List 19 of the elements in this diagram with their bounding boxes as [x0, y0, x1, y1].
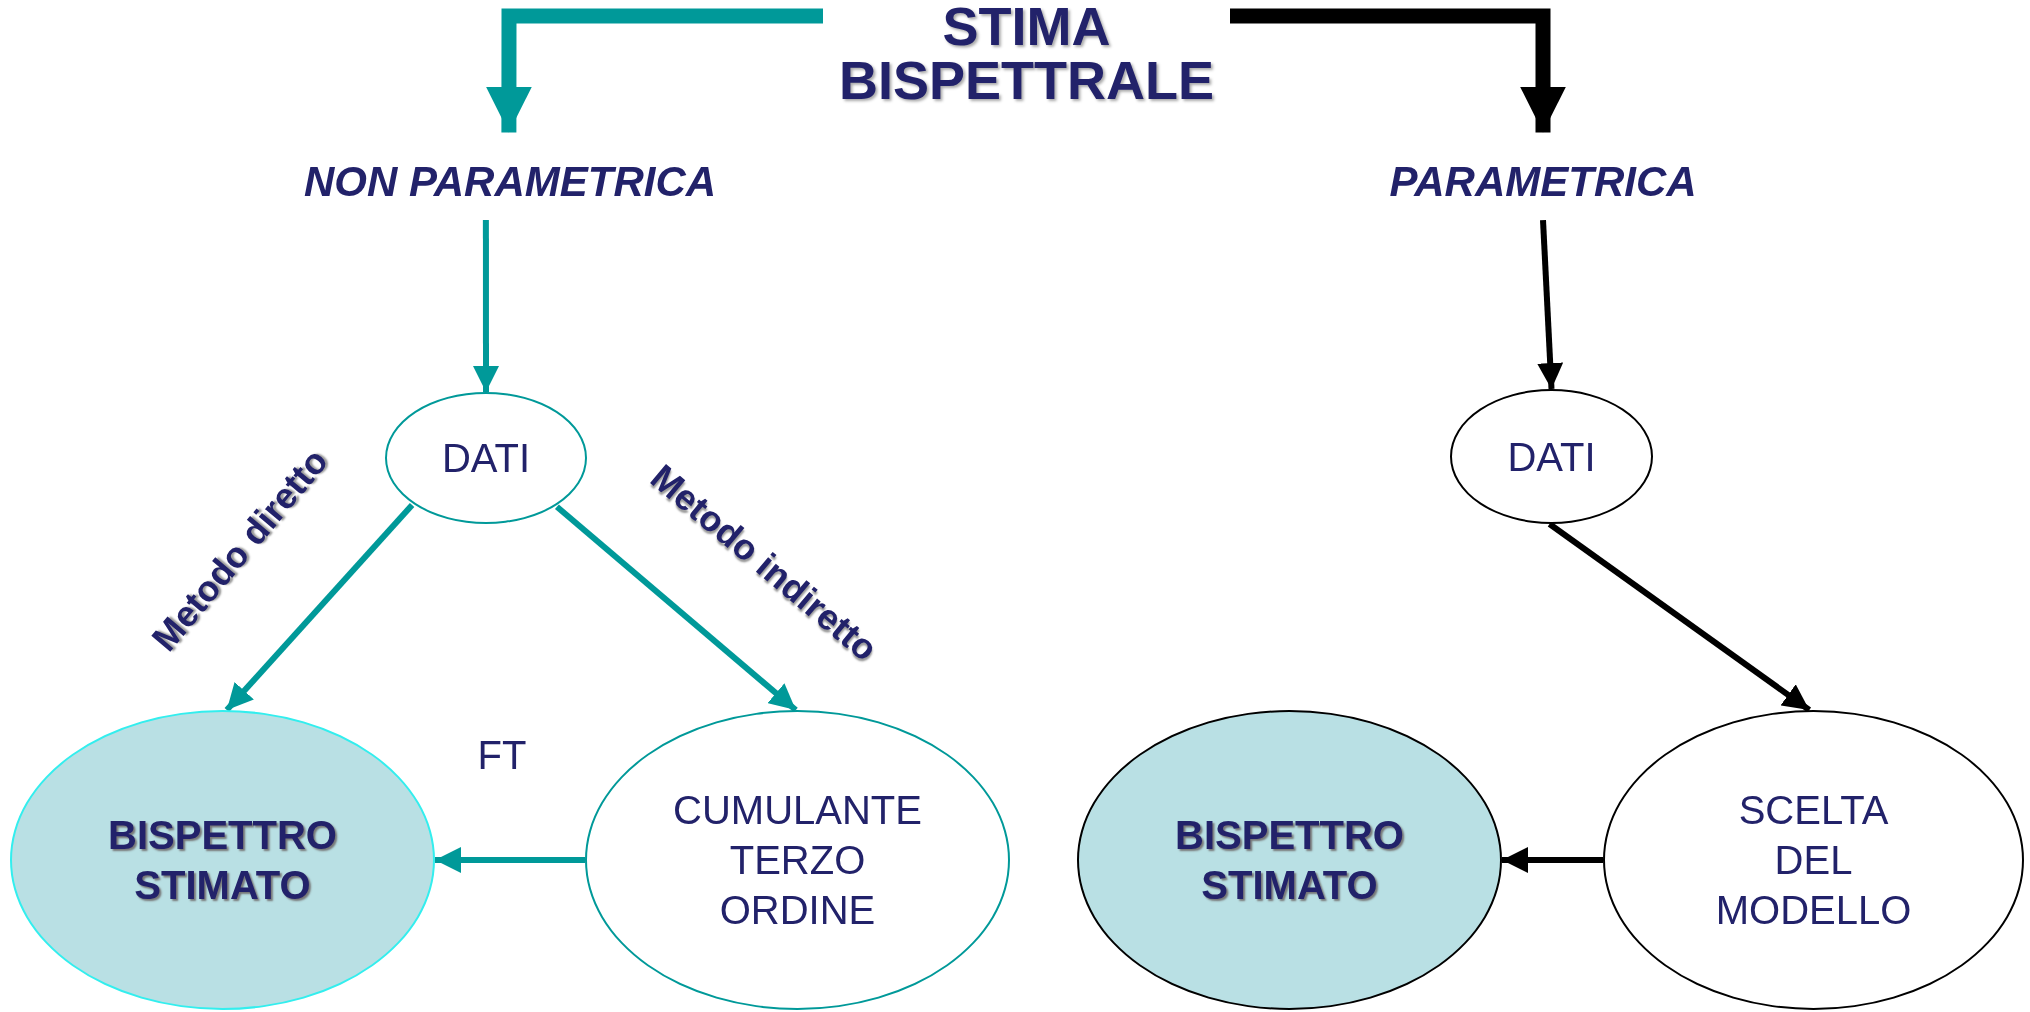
arrow: [1502, 847, 1603, 873]
node-label: BISPETTRO STIMATO: [1174, 812, 1405, 909]
arrow: [224, 503, 415, 712]
arrow: [1537, 219, 1564, 390]
node-label: DATI: [1507, 433, 1596, 481]
arrow: [473, 220, 499, 392]
arrow: [485, 8, 823, 133]
title-text: STIMA BISPETTRALE: [838, 0, 1215, 107]
node-label: DATI: [441, 435, 531, 482]
node-label: SCELTA DEL MODELLO: [1714, 787, 1913, 934]
category-label: PARAMETRICA: [1389, 156, 1697, 207]
node-label: BISPETTRO STIMATO: [107, 812, 338, 909]
category-label: NON PARAMETRICA: [303, 156, 717, 207]
node-label: CUMULANTE TERZO ORDINE: [672, 787, 923, 934]
arrow: [554, 504, 798, 713]
arrow: [435, 847, 585, 873]
arrow: [1547, 521, 1812, 713]
edge-label: FT: [477, 732, 527, 779]
arrow: [1230, 8, 1566, 133]
